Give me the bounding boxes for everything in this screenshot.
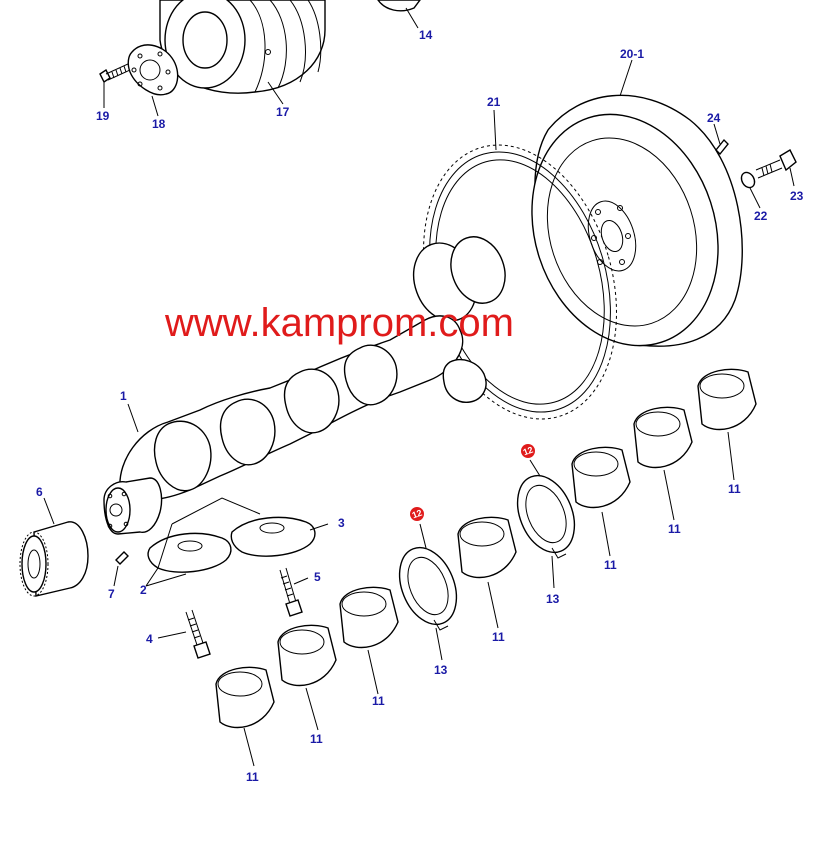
callout-11-d: 11 — [492, 630, 505, 644]
part-6-gear — [19, 521, 89, 597]
svg-text:12: 12 — [411, 508, 424, 521]
callout-7: 7 — [108, 587, 115, 601]
bearing-shell-11c — [339, 586, 399, 649]
callout-13-a: 13 — [434, 663, 448, 677]
bearing-shell-11a — [215, 666, 275, 729]
part-23-bolt — [755, 149, 797, 179]
callout-3: 3 — [338, 516, 345, 530]
part-5-bolt — [279, 567, 303, 617]
part-7-key — [115, 551, 129, 565]
callout-11-e: 11 — [604, 558, 617, 572]
part-4-bolt — [185, 609, 211, 659]
callout-18: 18 — [152, 117, 166, 131]
bearing-shells — [215, 368, 757, 729]
callout-17: 17 — [276, 105, 290, 119]
callout-11-g: 11 — [728, 482, 741, 496]
callout-11-c: 11 — [372, 694, 385, 708]
part-2-counterweight — [147, 532, 232, 573]
callout-11-b: 11 — [310, 732, 323, 746]
callout-labels: 14 17 18 19 20-1 21 24 22 23 1 6 7 2 3 5… — [36, 28, 804, 784]
thrust-washer-13a — [398, 546, 458, 631]
leader-lines — [43, 7, 795, 767]
callout-11-a: 11 — [246, 770, 259, 784]
bearing-shell-11d — [457, 516, 517, 579]
bearing-shell-11e — [571, 446, 631, 509]
part-20-1-flywheel — [531, 94, 743, 347]
callout-2: 2 — [140, 583, 147, 597]
thrust-washer-13b — [516, 474, 576, 559]
part-19-bolt — [99, 63, 131, 84]
callout-19: 19 — [96, 109, 110, 123]
part-24-pin — [715, 138, 729, 156]
callout-1: 1 — [120, 389, 127, 403]
callout-23: 23 — [790, 189, 804, 203]
part-22-washer — [740, 171, 756, 189]
callout-11-f: 11 — [668, 522, 681, 536]
badge-12-b: 12 — [521, 444, 535, 458]
part-1-crankshaft — [103, 236, 506, 535]
badge-12-a: 12 — [410, 507, 424, 521]
callout-4: 4 — [146, 632, 153, 646]
callout-22: 22 — [754, 209, 768, 223]
callout-24: 24 — [707, 111, 721, 125]
part-17-pulley — [159, 0, 326, 94]
bearing-shell-11b — [277, 624, 337, 687]
callout-6: 6 — [36, 485, 43, 499]
part-14 — [377, 0, 421, 12]
bearing-shell-11g — [697, 368, 757, 431]
svg-text:12: 12 — [522, 445, 535, 458]
part-18-plate — [127, 44, 179, 96]
callout-21: 21 — [487, 95, 501, 109]
part-3-counterweight — [230, 516, 316, 557]
watermark: www.kamprom.com — [164, 301, 514, 345]
callout-13-b: 13 — [546, 592, 560, 606]
callout-20-1: 20-1 — [620, 47, 644, 61]
callout-5: 5 — [314, 570, 321, 584]
callout-14: 14 — [419, 28, 433, 42]
bearing-shell-11f — [633, 406, 693, 469]
